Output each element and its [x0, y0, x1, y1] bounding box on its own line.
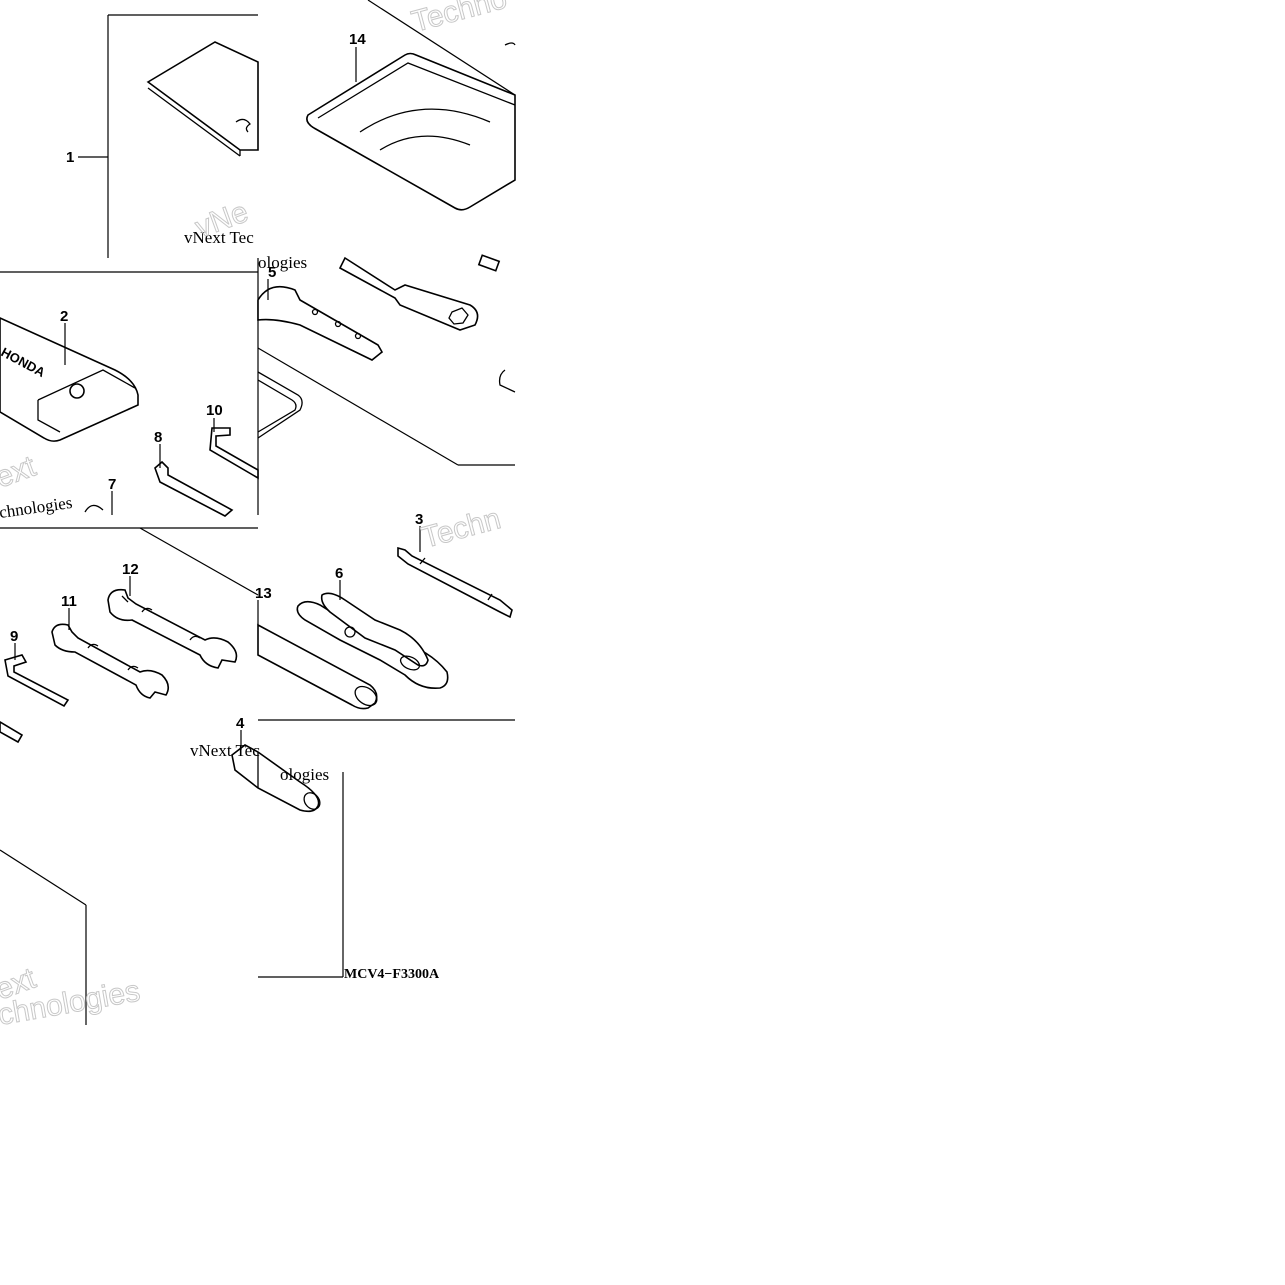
watermark-text: chnologies	[0, 493, 73, 522]
watermark-text: ologies	[258, 253, 307, 272]
watermark-text: vNext Tec	[190, 741, 260, 760]
callout-4: 4	[236, 715, 245, 732]
callout-9: 9	[10, 628, 18, 645]
frame-lines	[0, 0, 516, 1025]
part-hex-key-10	[209, 427, 259, 480]
part-pliers	[296, 592, 449, 690]
callout-2: 2	[60, 308, 68, 325]
part-handle-bar	[257, 369, 516, 439]
part-wrench-11	[51, 623, 170, 699]
part-owners-manual	[146, 41, 259, 157]
part-tool-bag: HONDA	[0, 317, 139, 442]
watermark-text: ext	[0, 450, 41, 495]
part-screwdriver	[397, 546, 513, 619]
callout-6: 6	[335, 565, 343, 582]
callout-7: 7	[108, 476, 116, 493]
watermark-text: ologies	[280, 765, 329, 784]
callout-12: 12	[122, 561, 139, 578]
part-part-7-tip	[84, 504, 104, 513]
part-wrench-12	[107, 588, 238, 669]
callout-5: 5	[268, 264, 276, 281]
part-extension-bar	[257, 623, 378, 710]
callout-numbers: 1 14 2 5 10 8 7 3 6 13 12 11 9 4	[10, 31, 423, 732]
callout-1: 1	[66, 149, 74, 166]
watermark-text: vNext Tec	[184, 228, 254, 247]
callout-10: 10	[206, 402, 223, 419]
part-plastic-bag	[306, 42, 516, 211]
callout-3: 3	[415, 511, 423, 528]
leader-lines	[14, 47, 421, 750]
callout-14: 14	[349, 31, 366, 48]
watermark-text: Techno	[408, 0, 510, 39]
callout-11: 11	[61, 593, 77, 610]
callout-8: 8	[154, 429, 162, 446]
part-socket	[231, 744, 321, 813]
part-pin-spanner	[257, 285, 384, 361]
callout-13: 13	[255, 585, 272, 602]
part-hex-key-9	[0, 654, 70, 744]
watermark-text: Techn	[418, 502, 504, 555]
drawing-code: MCV4−F3300A	[344, 967, 440, 982]
part-hex-key-8	[154, 460, 234, 517]
part-socket-wrench	[338, 254, 501, 331]
